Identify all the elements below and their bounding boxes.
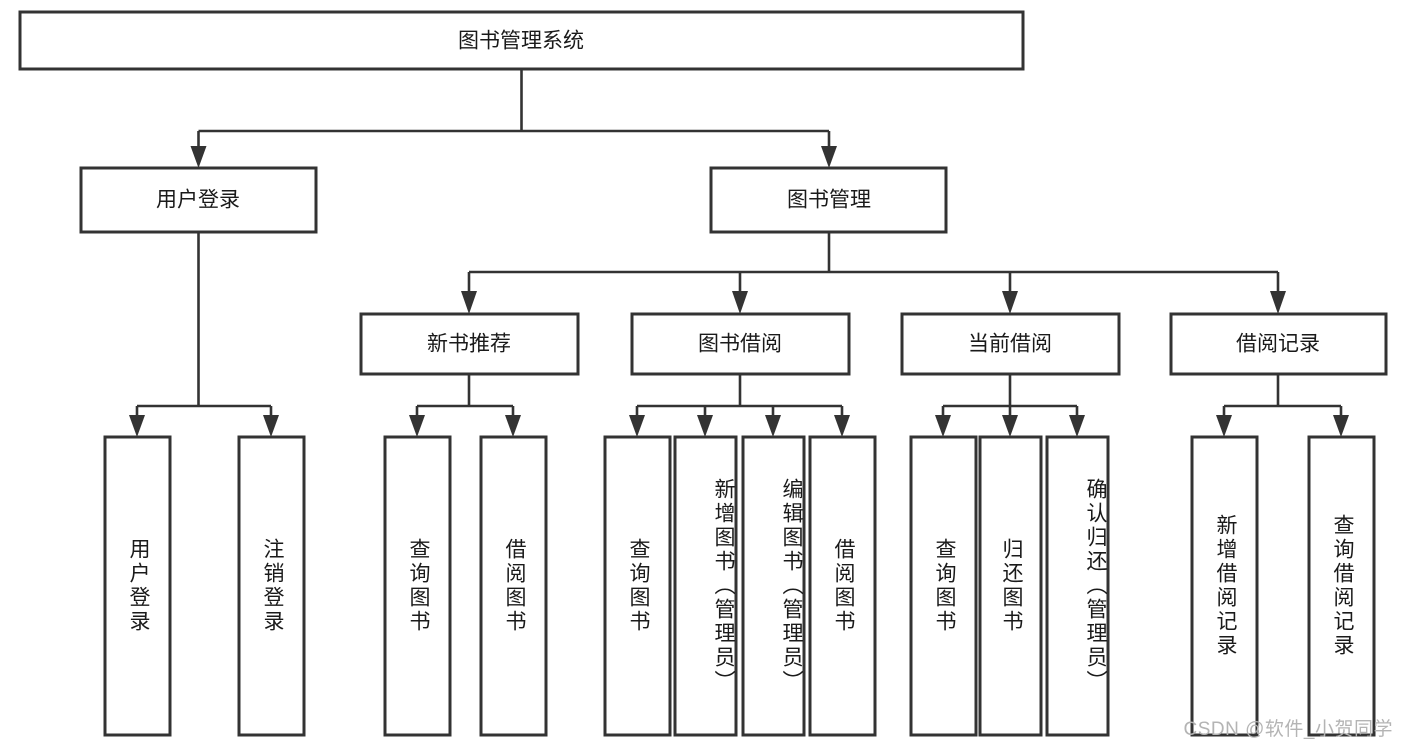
arrow-br-leaf-2 (1333, 415, 1349, 437)
arrow-bm-to-current-borrow (1002, 291, 1018, 314)
arrow-bb-leaf-2 (697, 415, 713, 437)
node-new-book-box[interactable] (359, 312, 580, 376)
leaf-box-new-book-1[interactable] (479, 435, 548, 737)
node-book-borrow-box[interactable] (630, 312, 851, 376)
node-book-borrow-label: 图书借阅 (698, 333, 782, 356)
arrow-nb-leaf-2 (505, 415, 521, 437)
arrow-ul-leaf-1 (129, 415, 145, 437)
arrow-cb-leaf-3 (1069, 415, 1085, 437)
arrow-cb-leaf-2 (1002, 415, 1018, 437)
node-new-book-label: 新书推荐 (427, 333, 511, 356)
leaf-box-current-borrow-2[interactable] (1045, 435, 1110, 737)
node-root-label: 图书管理系统 (458, 30, 584, 53)
arrow-root-to-user-login (190, 146, 207, 168)
leaf-box-user-login-1[interactable] (237, 435, 306, 737)
leaf-box-borrow-record-0[interactable] (1190, 435, 1259, 737)
arrow-bb-leaf-1 (629, 415, 645, 437)
node-user-login-box[interactable] (79, 166, 318, 234)
leaf-box-current-borrow-1[interactable] (978, 435, 1043, 737)
connector-layer (129, 69, 1349, 437)
leaf-box-book-borrow-1[interactable] (673, 435, 738, 737)
arrow-bb-leaf-3 (765, 415, 781, 437)
arrow-br-leaf-1 (1216, 415, 1232, 437)
node-borrow-record-box[interactable] (1169, 312, 1388, 376)
arrow-nb-leaf-1 (409, 415, 425, 437)
node-book-manage-label: 图书管理 (787, 189, 871, 212)
arrow-bb-leaf-4 (834, 415, 850, 437)
leaf-box-book-borrow-3[interactable] (808, 435, 877, 737)
leaf-box-user-login-0[interactable] (103, 435, 172, 737)
leaf-box-borrow-record-1[interactable] (1307, 435, 1376, 737)
leaf-box-book-borrow-2[interactable] (741, 435, 806, 737)
arrow-cb-leaf-1 (935, 415, 951, 437)
node-current-borrow-label: 当前借阅 (968, 333, 1052, 356)
label-layer: 图书管理系统 用户登录 图书管理 新书推荐 图书借阅 当前借阅 借阅记录 (156, 30, 1320, 356)
leaf-box-new-book-0[interactable] (383, 435, 452, 737)
leaf-box-book-borrow-0[interactable] (603, 435, 672, 737)
csdn-watermark: CSDN @软件_小贺同学 (1183, 719, 1393, 740)
arrow-ul-leaf-2 (263, 415, 279, 437)
node-user-login-label: 用户登录 (156, 189, 240, 212)
node-root-box[interactable] (18, 10, 1025, 71)
arrow-root-to-book-manage (821, 146, 837, 168)
leaf-box-current-borrow-0[interactable] (909, 435, 978, 737)
arrow-bm-to-new-book (461, 291, 477, 314)
arrow-bm-to-borrow-record (1270, 291, 1286, 314)
node-current-borrow-box[interactable] (900, 312, 1121, 376)
node-borrow-record-label: 借阅记录 (1236, 333, 1320, 356)
arrow-bm-to-book-borrow (732, 291, 748, 314)
node-book-manage-box[interactable] (709, 166, 948, 234)
node-layer (18, 10, 1388, 737)
